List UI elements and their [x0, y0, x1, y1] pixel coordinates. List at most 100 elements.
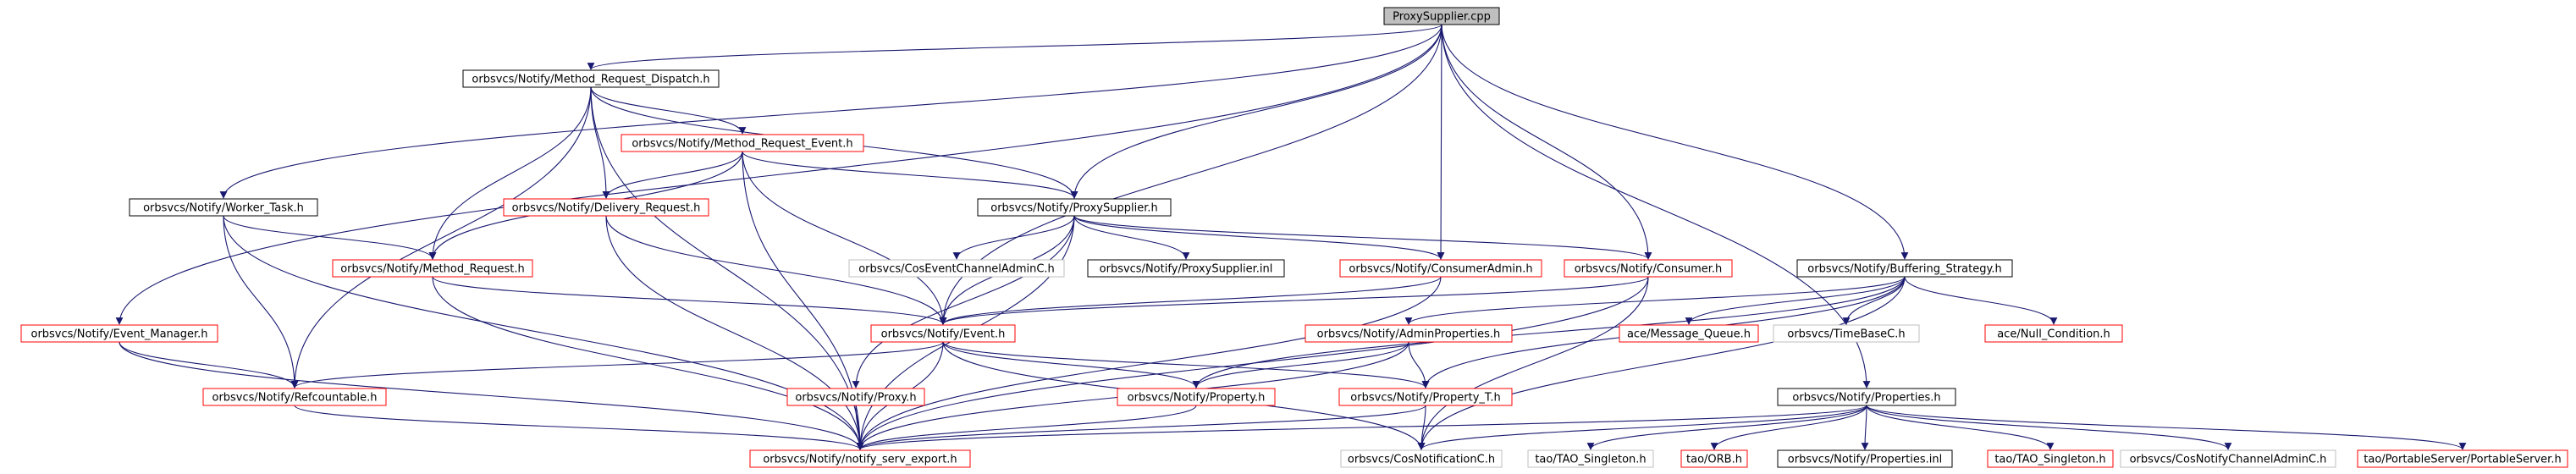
edge-ps-to-psinl [1073, 215, 1190, 260]
node-label: orbsvcs/Notify/Event_Manager.h [30, 328, 207, 341]
node-label: orbsvcs/Notify/Property.h [1128, 392, 1266, 405]
node-rc[interactable]: orbsvcs/Notify/Refcountable.h [202, 388, 387, 406]
edge-ev-to-propt [942, 341, 1430, 389]
node-box [1117, 388, 1276, 406]
edge-props-to-propsinl [1861, 405, 1869, 450]
edge-mrd-to-dr [590, 86, 610, 199]
node-cncac[interactable]: orbsvcs/CosNotifyChannelAdminC.h [2120, 449, 2336, 468]
node-ap[interactable]: orbsvcs/Notify/AdminProperties.h [1305, 324, 1513, 343]
edge-root-to-cons [1441, 24, 1652, 260]
node-box [1338, 388, 1513, 406]
node-box [1305, 324, 1513, 343]
node-label: orbsvcs/Notify/ProxySupplier.inl [1100, 263, 1273, 276]
edge-root-to-props [1441, 24, 1871, 389]
node-dr[interactable]: orbsvcs/Notify/Delivery_Request.h [503, 198, 709, 217]
node-label: orbsvcs/Notify/Buffering_Strategy.h [1807, 263, 2001, 276]
node-label: tao/PortableServer/PortableServer.h [2364, 454, 2561, 466]
node-box [870, 324, 1016, 343]
node-box [332, 259, 533, 278]
node-taosing2[interactable]: tao/TAO_Singleton.h [1987, 449, 2114, 468]
edge-ev-to-prop [942, 341, 1200, 389]
edge-ps-to-cons [1073, 215, 1652, 260]
edge-cons-to-cnc [1417, 276, 1649, 450]
node-prop[interactable]: orbsvcs/Notify/Property.h [1117, 388, 1276, 406]
edge-props-to-taosing2 [1866, 405, 2055, 450]
node-cons[interactable]: orbsvcs/Notify/Consumer.h [1564, 259, 1733, 278]
edge-root-to-ps [1070, 24, 1442, 199]
node-label: orbsvcs/Notify/Event.h [881, 328, 1006, 341]
edge-props-to-orb [1710, 405, 1867, 450]
edge-prop-to-nse [856, 405, 1197, 450]
node-mr[interactable]: orbsvcs/Notify/Method_Request.h [332, 259, 533, 278]
edge-ps-to-cecac [952, 215, 1075, 260]
node-proxy[interactable]: orbsvcs/Notify/Proxy.h [786, 388, 925, 406]
node-amq[interactable]: ace/Message_Queue.h [1619, 324, 1759, 343]
node-label: orbsvcs/Notify/Method_Request_Dispatch.h [472, 74, 709, 86]
node-orb[interactable]: tao/ORB.h [1680, 449, 1748, 468]
edge-props-to-nse [856, 405, 1867, 450]
node-box [1680, 449, 1748, 468]
node-propt[interactable]: orbsvcs/Notify/Property_T.h [1338, 388, 1513, 406]
dependency-edges [115, 24, 2467, 450]
node-bs[interactable]: orbsvcs/Notify/Buffering_Strategy.h [1796, 259, 2013, 278]
node-ca[interactable]: orbsvcs/Notify/ConsumerAdmin.h [1339, 259, 1542, 278]
node-cecac[interactable]: orbsvcs/CosEventChannelAdminC.h [848, 259, 1065, 278]
node-ev[interactable]: orbsvcs/Notify/Event.h [870, 324, 1016, 343]
node-nse[interactable]: orbsvcs/Notify/notify_serv_export.h [749, 449, 971, 468]
edge-bs-to-tbc [1842, 276, 1906, 325]
node-tbc[interactable]: orbsvcs/TimeBaseC.h [1773, 324, 1920, 343]
edge-ca-to-ev [939, 276, 1442, 325]
node-mre[interactable]: orbsvcs/Notify/Method_Request_Event.h [621, 134, 864, 152]
node-cnc[interactable]: orbsvcs/CosNotificationC.h [1340, 449, 1503, 468]
node-box [1777, 388, 1956, 406]
edge-mrd-to-mre [590, 86, 747, 135]
edge-bs-to-prop [1192, 276, 1906, 389]
edge-bs-to-amq [1685, 276, 1906, 325]
edge-mrd-to-rc [290, 86, 592, 389]
node-pss[interactable]: tao/PortableServer/PortableServer.h [2357, 449, 2568, 468]
edge-dr-to-ev [605, 215, 947, 325]
edge-mrd-to-nse [590, 86, 864, 450]
edge-bs-to-cnc [1417, 276, 1906, 450]
node-propsinl[interactable]: orbsvcs/Notify/Properties.inl [1777, 449, 1953, 468]
node-anc[interactable]: ace/Null_Condition.h [1984, 324, 2123, 343]
node-taosing[interactable]: tao/TAO_Singleton.h [1527, 449, 1654, 468]
node-box [2357, 449, 2568, 468]
edge-root-to-ca [1437, 24, 1445, 260]
node-box [1339, 259, 1542, 278]
node-label: orbsvcs/Notify/Proxy.h [795, 392, 916, 405]
node-label: orbsvcs/Notify/Method_Request.h [340, 263, 525, 276]
node-box [786, 388, 925, 406]
node-box [1619, 324, 1759, 343]
node-box [1984, 324, 2123, 343]
node-label: tao/TAO_Singleton.h [1535, 454, 1646, 466]
edge-cons-to-ev [939, 276, 1649, 325]
edge-ap-to-prop [1192, 341, 1409, 389]
edge-root-to-mrd [587, 24, 1442, 70]
node-mrd[interactable]: orbsvcs/Notify/Method_Request_Dispatch.h [462, 69, 720, 88]
edge-root-to-wt [219, 24, 1442, 199]
edge-ps-to-ca [1073, 215, 1445, 260]
node-props[interactable]: orbsvcs/Notify/Properties.h [1777, 388, 1956, 406]
node-label: ace/Message_Queue.h [1627, 328, 1751, 341]
node-em[interactable]: orbsvcs/Notify/Event_Manager.h [20, 324, 218, 343]
node-label: orbsvcs/Notify/Consumer.h [1575, 263, 1723, 276]
node-box [503, 198, 709, 217]
node-box [202, 388, 387, 406]
node-box [1087, 259, 1285, 278]
node-psinl[interactable]: orbsvcs/Notify/ProxySupplier.inl [1087, 259, 1285, 278]
node-label: orbsvcs/Notify/Delivery_Request.h [512, 202, 701, 215]
edge-bs-to-ap [1404, 276, 1906, 325]
node-wt[interactable]: orbsvcs/Notify/Worker_Task.h [129, 198, 318, 217]
edge-dr-to-nse [605, 215, 864, 450]
node-label: orbsvcs/Notify/AdminProperties.h [1317, 328, 1501, 341]
node-box [1773, 324, 1920, 343]
node-box [977, 198, 1172, 217]
edge-mre-to-dr [602, 151, 743, 199]
node-label: orbsvcs/Notify/Properties.h [1792, 392, 1940, 405]
node-label: ProxySupplier.cpp [1393, 11, 1491, 24]
node-ps[interactable]: orbsvcs/Notify/ProxySupplier.h [977, 198, 1172, 217]
node-label: orbsvcs/CosNotificationC.h [1348, 454, 1495, 466]
edge-bs-to-anc [1904, 276, 2058, 325]
